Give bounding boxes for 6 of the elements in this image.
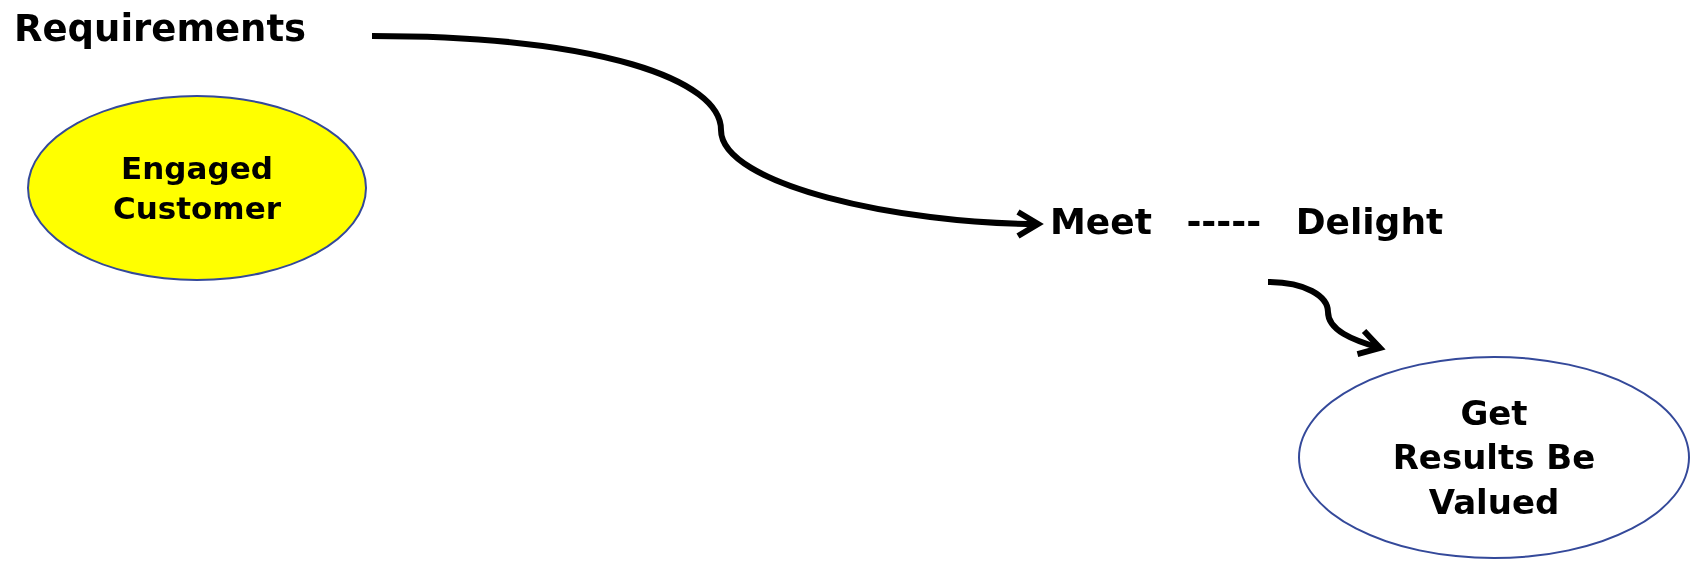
node-label: Get Results Be Valued bbox=[1391, 392, 1597, 524]
curved-arrow bbox=[371, 33, 1041, 239]
curved-arrow bbox=[1267, 279, 1383, 357]
heading-label: Requirements bbox=[14, 10, 308, 47]
node-label: Engaged Customer bbox=[112, 148, 282, 228]
node-label: Meet ----- Delight bbox=[1050, 204, 1445, 240]
